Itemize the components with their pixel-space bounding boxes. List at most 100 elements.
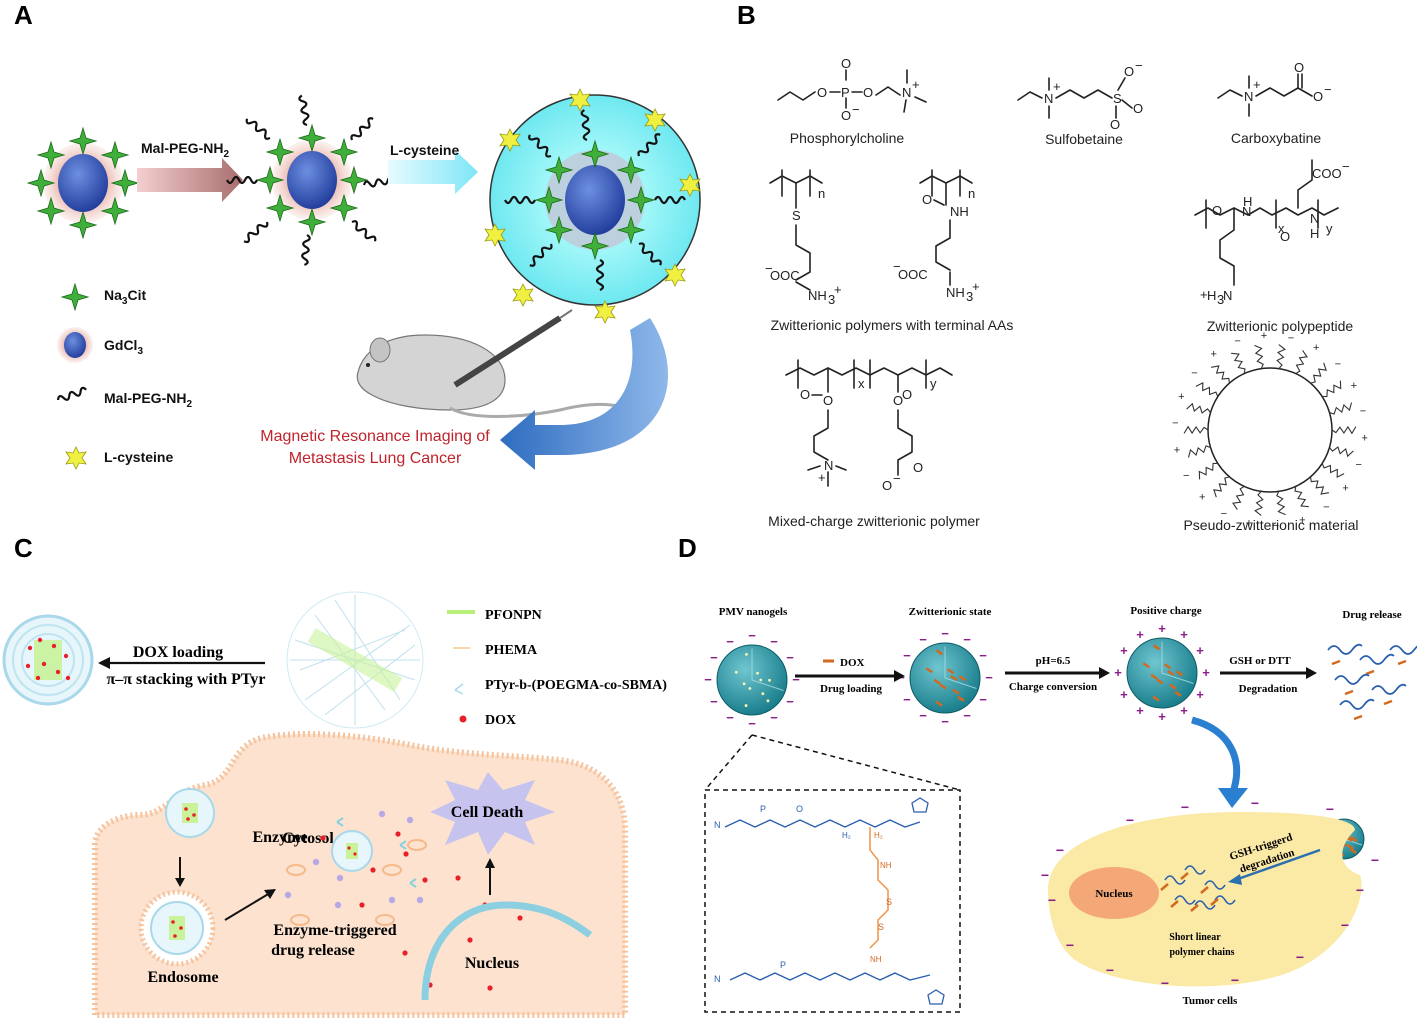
svg-text:N: N: [714, 974, 721, 984]
svg-text:+: +: [1361, 433, 1367, 445]
svg-text:+: +: [1120, 687, 1128, 702]
svg-text:−: −: [1048, 892, 1056, 908]
svg-text:+: +: [1351, 380, 1357, 392]
svg-text:−: −: [919, 708, 927, 723]
short-linear-chains: [1160, 865, 1236, 912]
svg-text:O: O: [800, 387, 810, 402]
mouse-illustration: [356, 309, 641, 418]
svg-text:N: N: [1223, 288, 1232, 303]
label-sulfobetaine: Sulfobetaine: [1045, 131, 1123, 147]
svg-text:−: −: [1323, 502, 1329, 514]
svg-text:+: +: [1202, 665, 1210, 680]
svg-text:H: H: [1310, 226, 1319, 241]
label-polypeptide: Zwitterionic polypeptide: [1207, 318, 1354, 334]
svg-text:−: −: [1172, 417, 1178, 429]
svg-text:O: O: [922, 192, 932, 207]
structure-carboxybetaine: N + O O −: [1217, 60, 1332, 117]
svg-text:−: −: [1041, 867, 1049, 883]
svg-text:NH: NH: [870, 955, 882, 964]
tumor-surface-charges: −−−−−−−−−−−−−−−: [1041, 795, 1379, 991]
svg-text:−: −: [893, 471, 901, 486]
svg-text:y: y: [930, 376, 937, 391]
label-pseudo-zwitterionic: Pseudo-zwitterionic material: [1183, 517, 1358, 533]
label-cell-death: Cell Death: [451, 804, 524, 821]
svg-text:x: x: [858, 376, 865, 391]
svg-text:NH: NH: [880, 861, 892, 870]
panel-c: C DOX loading π–π stacking with PTyr: [2, 533, 667, 1018]
svg-text:O: O: [1313, 89, 1323, 104]
nanoparticle-gdcl3-citrate: [27, 127, 139, 239]
svg-text:N: N: [902, 85, 911, 100]
panel-label-c: C: [14, 533, 33, 563]
svg-text:−: −: [985, 670, 993, 685]
svg-text:H₂: H₂: [874, 831, 883, 840]
label-drug-loading: Drug loading: [820, 683, 883, 695]
stage-pmv: PMV nanogels: [719, 606, 788, 618]
svg-text:−: −: [765, 261, 773, 276]
svg-text:3: 3: [966, 289, 973, 304]
tumor-cell: [1048, 812, 1362, 987]
svg-text:+: +: [1342, 483, 1348, 495]
svg-text:N: N: [1242, 204, 1251, 219]
endosome: [138, 889, 216, 967]
svg-text:+: +: [1199, 492, 1205, 504]
panel-a: A Mal-PEG-NH2: [14, 0, 701, 470]
svg-text:−: −: [1356, 882, 1364, 898]
svg-text:−: −: [748, 716, 756, 731]
label-nucleus-c: Nucleus: [465, 955, 519, 972]
svg-text:−: −: [1341, 917, 1349, 933]
legend-c-item-3: PTyr-b-(POEGMA-co-SBMA): [485, 678, 667, 693]
svg-text:O: O: [1280, 229, 1290, 244]
svg-text:−: −: [1221, 508, 1227, 520]
label-tumor-cells: Tumor cells: [1183, 995, 1238, 1007]
stage-positive: Positive charge: [1130, 605, 1201, 617]
svg-text:+: +: [1261, 330, 1267, 342]
svg-text:O: O: [823, 393, 833, 408]
svg-text:+: +: [1136, 627, 1144, 642]
svg-text:−: −: [852, 102, 860, 117]
svg-text:−: −: [1066, 937, 1074, 953]
svg-text:−: −: [1335, 358, 1341, 370]
svg-text:N: N: [1044, 91, 1053, 106]
label-nucleus-d: Nucleus: [1095, 888, 1133, 900]
legend-c-item-4: DOX: [485, 713, 516, 728]
micelle-dox-loaded: [2, 614, 94, 706]
svg-text:−: −: [748, 628, 756, 643]
dox-legend-d: DOX: [840, 657, 865, 669]
svg-text:+: +: [1053, 79, 1061, 94]
svg-text:+: +: [1158, 709, 1166, 724]
svg-text:−: −: [1126, 812, 1134, 828]
svg-text:−: −: [1288, 332, 1294, 344]
svg-text:+: +: [1178, 391, 1184, 403]
svg-text:O: O: [1294, 60, 1304, 75]
panel-b: B O P O O − O N + Phosphorylcholine N +: [737, 0, 1368, 533]
micelle-releasing: [331, 830, 373, 872]
structure-zoom-box: [704, 789, 961, 1013]
svg-text:−: −: [786, 694, 794, 709]
endosome-entering: [165, 788, 215, 838]
legend-c-item-2: PHEMA: [485, 643, 538, 658]
svg-text:+: +: [1114, 665, 1122, 680]
panel-label-b: B: [737, 0, 756, 30]
cytosol-particles: [284, 810, 523, 991]
svg-text:n: n: [818, 186, 825, 201]
svg-text:−: −: [770, 710, 778, 725]
label-mixed-charge: Mixed-charge zwitterionic polymer: [768, 513, 980, 529]
svg-text:−: −: [786, 650, 794, 665]
svg-text:P: P: [780, 960, 786, 970]
svg-text:−: −: [1324, 82, 1332, 97]
svg-text:−: −: [1273, 520, 1279, 532]
svg-text:−: −: [1371, 852, 1379, 868]
yellow-burst-icon: [65, 446, 87, 470]
svg-text:−: −: [792, 672, 800, 687]
label-short-2: polymer chains: [1169, 947, 1234, 958]
svg-text:NH: NH: [808, 288, 827, 303]
svg-text:COO: COO: [1312, 166, 1342, 181]
svg-text:+: +: [972, 279, 980, 294]
svg-text:−: −: [903, 692, 911, 707]
panel-label-d: D: [678, 533, 697, 563]
svg-text:S: S: [792, 208, 801, 223]
svg-text:S: S: [1113, 91, 1122, 106]
label-enzyme: Enzyme: [252, 829, 307, 846]
svg-text:S: S: [886, 897, 892, 907]
